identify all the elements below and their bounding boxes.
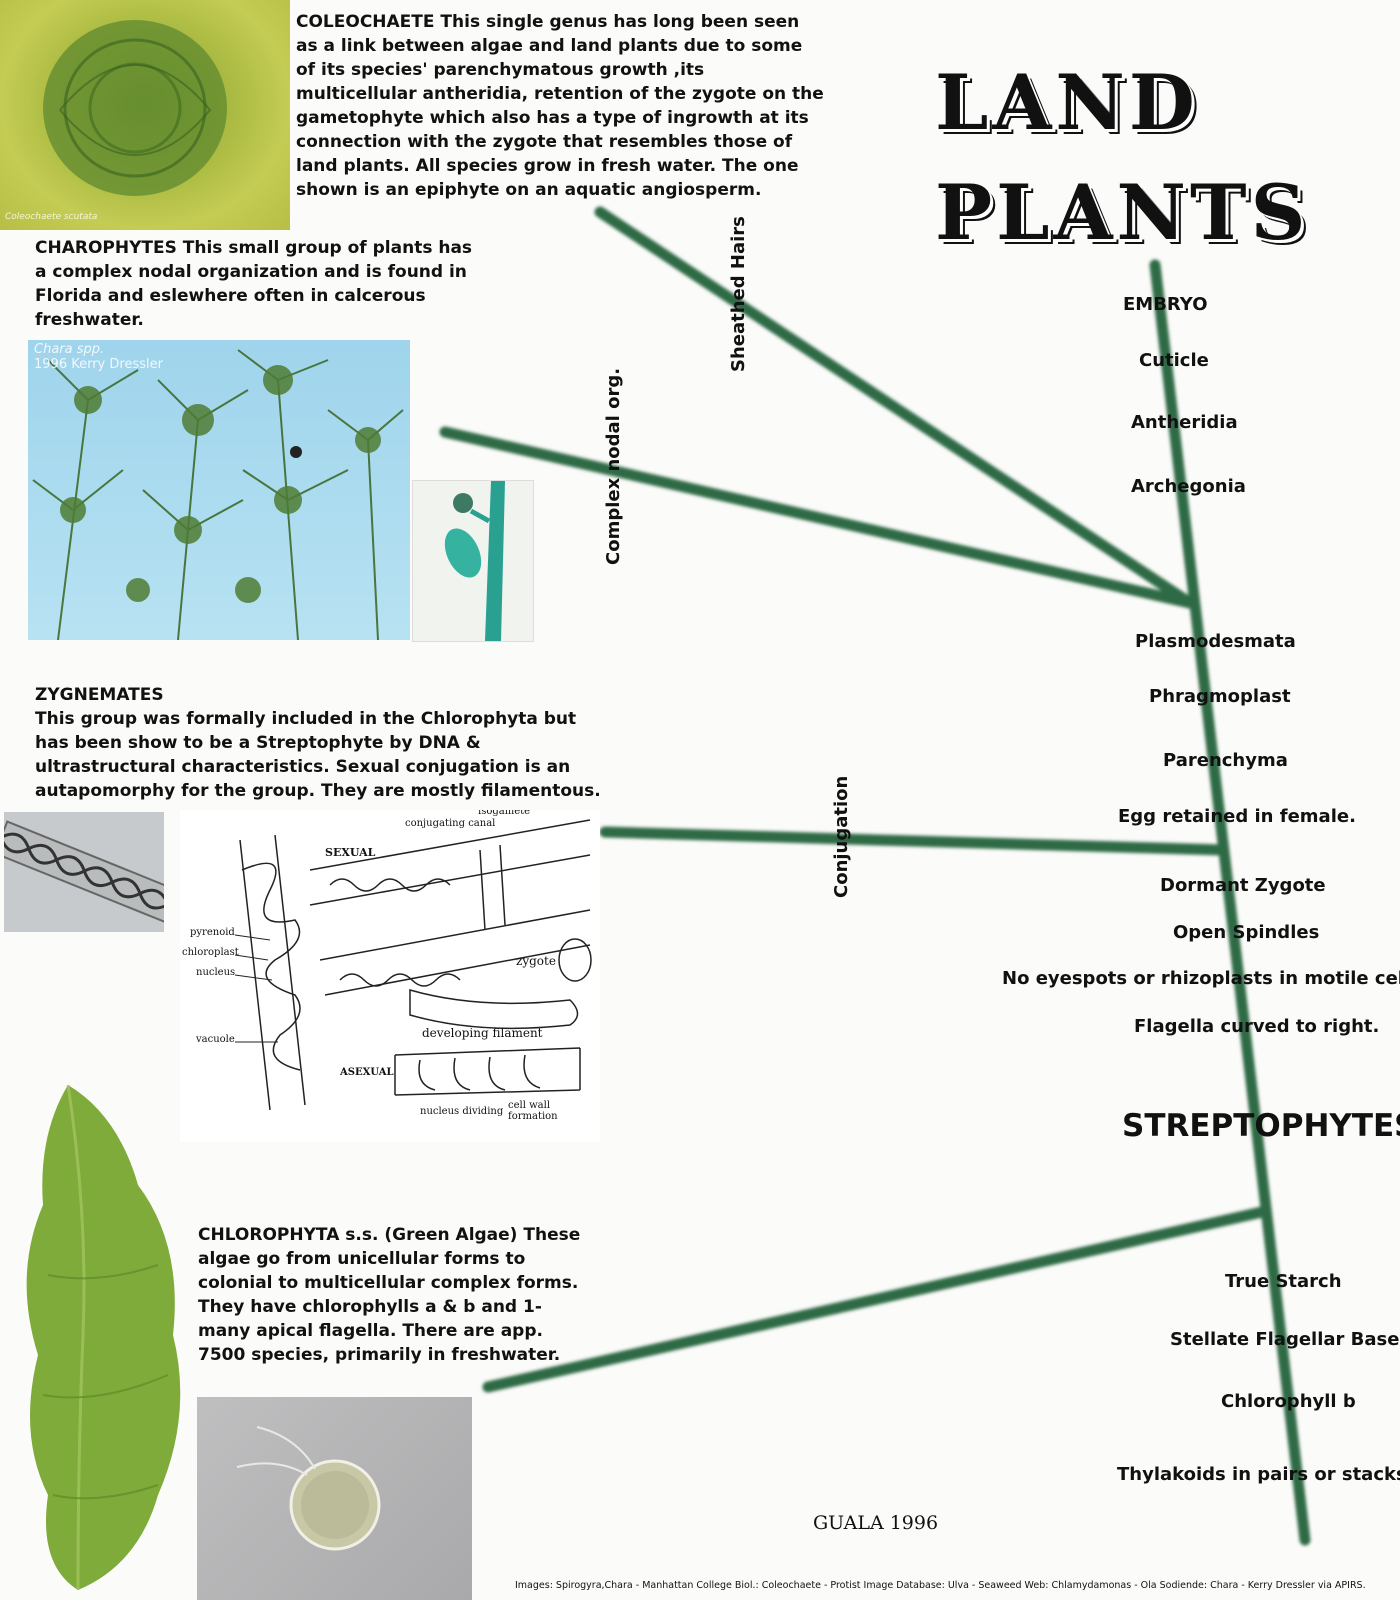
label-conjugating-canal: conjugating canal: [405, 818, 496, 829]
branch-label-conjugation: Conjugation: [831, 775, 852, 898]
label-asexual: ASEXUAL: [340, 1067, 394, 1078]
trait-embryo: EMBRYO: [1123, 294, 1208, 315]
trait-dormant-zygote: Dormant Zygote: [1160, 875, 1326, 896]
chara-micrograph: [412, 480, 534, 642]
chara-caption-2: 1996 Kerry Dressler: [34, 357, 163, 372]
zygnemates-heading: ZYGNEMATES: [35, 685, 164, 705]
spirogyra-lifecycle-diagram: conjugating canal isogamete SEXUAL pyren…: [180, 810, 600, 1142]
title-plants: PLANTS: [935, 168, 1310, 257]
coleochaete-description: COLEOCHAETE This single genus has long b…: [296, 12, 824, 200]
chlorophyta-branch: [482, 1206, 1268, 1393]
main-axis-branch: [1149, 259, 1311, 1546]
label-nucleus: nucleus: [196, 967, 236, 978]
branch-label-complex-nodal: Complex nodal org.: [603, 367, 624, 565]
ulva-photo: [8, 1075, 193, 1595]
image-credits: Images: Spirogyra,Chara - Manhattan Coll…: [515, 1580, 1366, 1591]
clade-label-streptophytes: STREPTOPHYTES: [1122, 1108, 1400, 1144]
signature: GUALA 1996: [813, 1512, 939, 1534]
trait-chlorophyll-b: Chlorophyll b: [1221, 1391, 1356, 1412]
trait-parenchyma: Parenchyma: [1163, 750, 1288, 771]
charophytes-branch: [439, 426, 1196, 609]
chara-photo: Chara spp. 1996 Kerry Dressler: [28, 340, 410, 640]
label-isogamete: isogamete: [478, 810, 531, 817]
chlamydomonas-photo: [197, 1397, 472, 1600]
chara-caption-1: Chara spp.: [34, 342, 105, 357]
trait-stellate-flagellar-base: Stellate Flagellar Base: [1170, 1329, 1400, 1350]
trait-no-eyespots: No eyespots or rhizoplasts in motile cel…: [1002, 968, 1400, 989]
branch-label-sheathed-hairs: Sheathed Hairs: [728, 216, 749, 372]
zygnemates-description: This group was formally included in the …: [35, 709, 601, 801]
label-nucleus-dividing: nucleus dividing: [420, 1106, 504, 1117]
spirogyra-photo: [4, 812, 164, 932]
trait-thylakoids: Thylakoids in pairs or stacks.: [1117, 1464, 1400, 1485]
trait-antheridia: Antheridia: [1131, 412, 1238, 433]
trait-plasmodesmata: Plasmodesmata: [1135, 631, 1296, 652]
trait-phragmoplast: Phragmoplast: [1149, 686, 1291, 707]
trait-open-spindles: Open Spindles: [1173, 922, 1320, 943]
trait-flagella-curved: Flagella curved to right.: [1134, 1016, 1380, 1037]
label-developing-filament: developing filament: [422, 1026, 543, 1040]
coleochaete-photo-caption: Coleochaete scutata: [5, 212, 98, 222]
coleochaete-branch: [594, 206, 1196, 609]
trait-archegonia: Archegonia: [1131, 476, 1246, 497]
trait-egg-retained: Egg retained in female.: [1118, 806, 1356, 827]
label-chloroplast: chloroplast: [182, 947, 239, 958]
label-cell-wall-formation: cell wall formation: [508, 1100, 558, 1122]
charophytes-description: CHAROPHYTES This small group of plants h…: [35, 238, 473, 330]
label-pyrenoid: pyrenoid: [190, 927, 235, 938]
chlorophyta-description: CHLOROPHYTA s.s. (Green Algae) These alg…: [198, 1225, 581, 1365]
label-zygote: zygote: [516, 954, 556, 968]
label-sexual: SEXUAL: [325, 846, 376, 859]
trait-true-starch: True Starch: [1225, 1271, 1342, 1292]
coleochaete-photo: Coleochaete scutata: [0, 0, 290, 230]
zygnemates-branch: [599, 826, 1229, 856]
trait-cuticle: Cuticle: [1139, 350, 1209, 371]
title-land: LAND: [935, 58, 1199, 147]
label-vacuole: vacuole: [196, 1034, 235, 1045]
